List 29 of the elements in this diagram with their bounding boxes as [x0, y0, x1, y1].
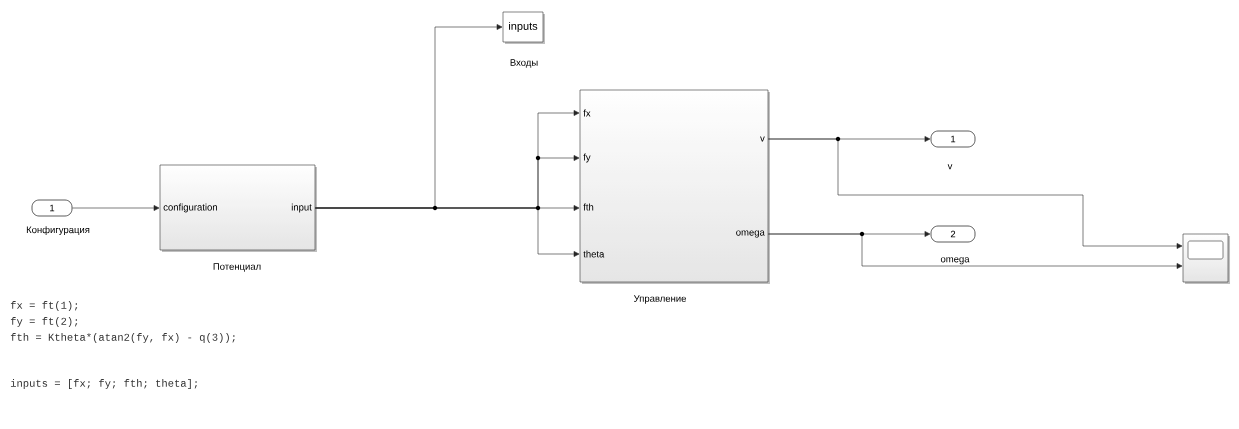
node-label: fy: [583, 153, 591, 163]
node-label: theta: [583, 250, 605, 258]
block-caption: Конфигурация: [26, 226, 90, 236]
node-label: configuration: [163, 203, 217, 213]
block-caption: Управление: [633, 295, 686, 304]
port-block: 2: [930, 225, 976, 243]
signal-line: [315, 207, 580, 257]
port-block: 1: [930, 130, 976, 148]
node-label: fx: [583, 109, 591, 117]
node-label: fth: [583, 203, 594, 211]
node-label: omega: [736, 230, 765, 238]
signal-line: [768, 138, 1183, 249]
port-block: 1: [31, 199, 73, 217]
code-line: fth = Ktheta*(atan2(fy, fx) - q(3));: [10, 333, 235, 343]
node-label: v: [760, 136, 765, 142]
display-block: inputs: [502, 11, 545, 44]
signal-line: [768, 233, 1183, 269]
code-line: fy = ft(2);: [10, 317, 78, 327]
code-line: fx = ft(1);: [10, 301, 78, 311]
block-caption: v: [947, 164, 953, 170]
scope-block: [1182, 233, 1230, 284]
code-line: inputs = [fx; fy; fth; theta];: [10, 379, 197, 389]
block-caption: Входы: [510, 59, 538, 68]
subsystem-block: configuration input: [159, 164, 317, 252]
subsystem-block: fx fy fth theta v omega: [579, 89, 770, 284]
node-label: input: [291, 203, 312, 213]
block-caption: Потенциал: [213, 263, 261, 272]
signal-line: [72, 205, 160, 211]
block-caption: omega: [940, 257, 970, 265]
